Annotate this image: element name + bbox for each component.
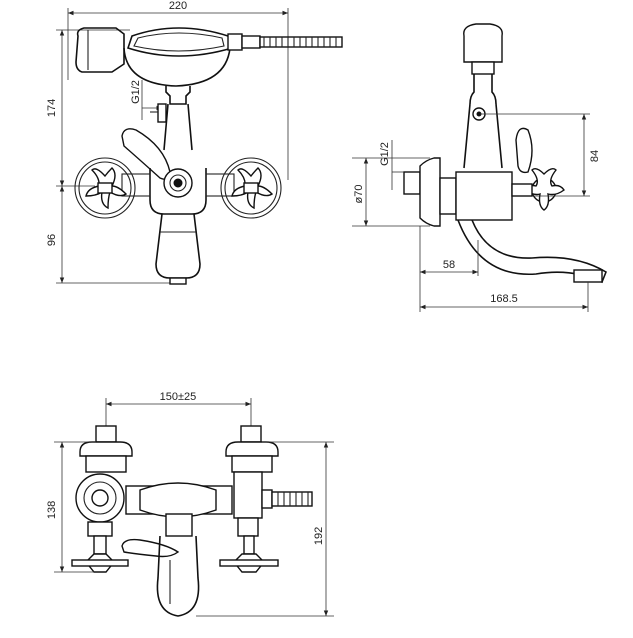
dim-label-96: 96: [46, 234, 58, 246]
side-flange: [403, 157, 565, 227]
side-view: 84 ø70 G1/2 58 168.5: [352, 23, 607, 312]
dim-label-174: 174: [46, 99, 58, 117]
top-spout: [156, 535, 200, 617]
side-lever: [515, 127, 533, 174]
dim-front-heights: 174 96: [46, 29, 180, 284]
front-view: 220 174 96 G1/2: [46, 0, 343, 285]
dim-label-192: 192: [313, 527, 325, 545]
dim-label-84: 84: [589, 150, 601, 162]
dim-side: 84 ø70 G1/2 58 168.5: [352, 113, 601, 312]
dim-front-width: 220: [67, 0, 289, 180]
dim-label-d70: ø70: [353, 185, 365, 204]
dim-top-depth: 138 192: [46, 441, 334, 617]
left-cross-handle: [74, 157, 136, 219]
front-spout: [155, 213, 201, 285]
top-left-valve: [71, 425, 133, 573]
right-cross-handle: [220, 157, 282, 219]
shower-cradle: [75, 27, 261, 87]
front-riser: [150, 86, 193, 151]
side-top-knob: [463, 23, 503, 169]
dim-label-150: 150±25: [160, 391, 197, 403]
front-body: [121, 168, 235, 215]
side-spout: [457, 219, 607, 284]
dim-label-58: 58: [443, 259, 455, 271]
dim-label-138: 138: [46, 501, 58, 519]
dim-top-centers: 150±25: [105, 391, 252, 430]
top-body: [125, 482, 313, 537]
dim-label-220: 220: [169, 0, 187, 12]
top-view: 150±25: [46, 391, 334, 617]
shower-hose: [259, 36, 343, 48]
top-right-valve: [219, 425, 279, 573]
dim-label-168-5: 168.5: [490, 293, 518, 305]
dim-label-g12-front: G1/2: [130, 80, 142, 104]
top-lever: [121, 538, 180, 558]
dim-label-g12-side: G1/2: [379, 142, 391, 166]
dim-front-thread: G1/2: [130, 80, 162, 120]
diverter-lever: [121, 128, 171, 180]
